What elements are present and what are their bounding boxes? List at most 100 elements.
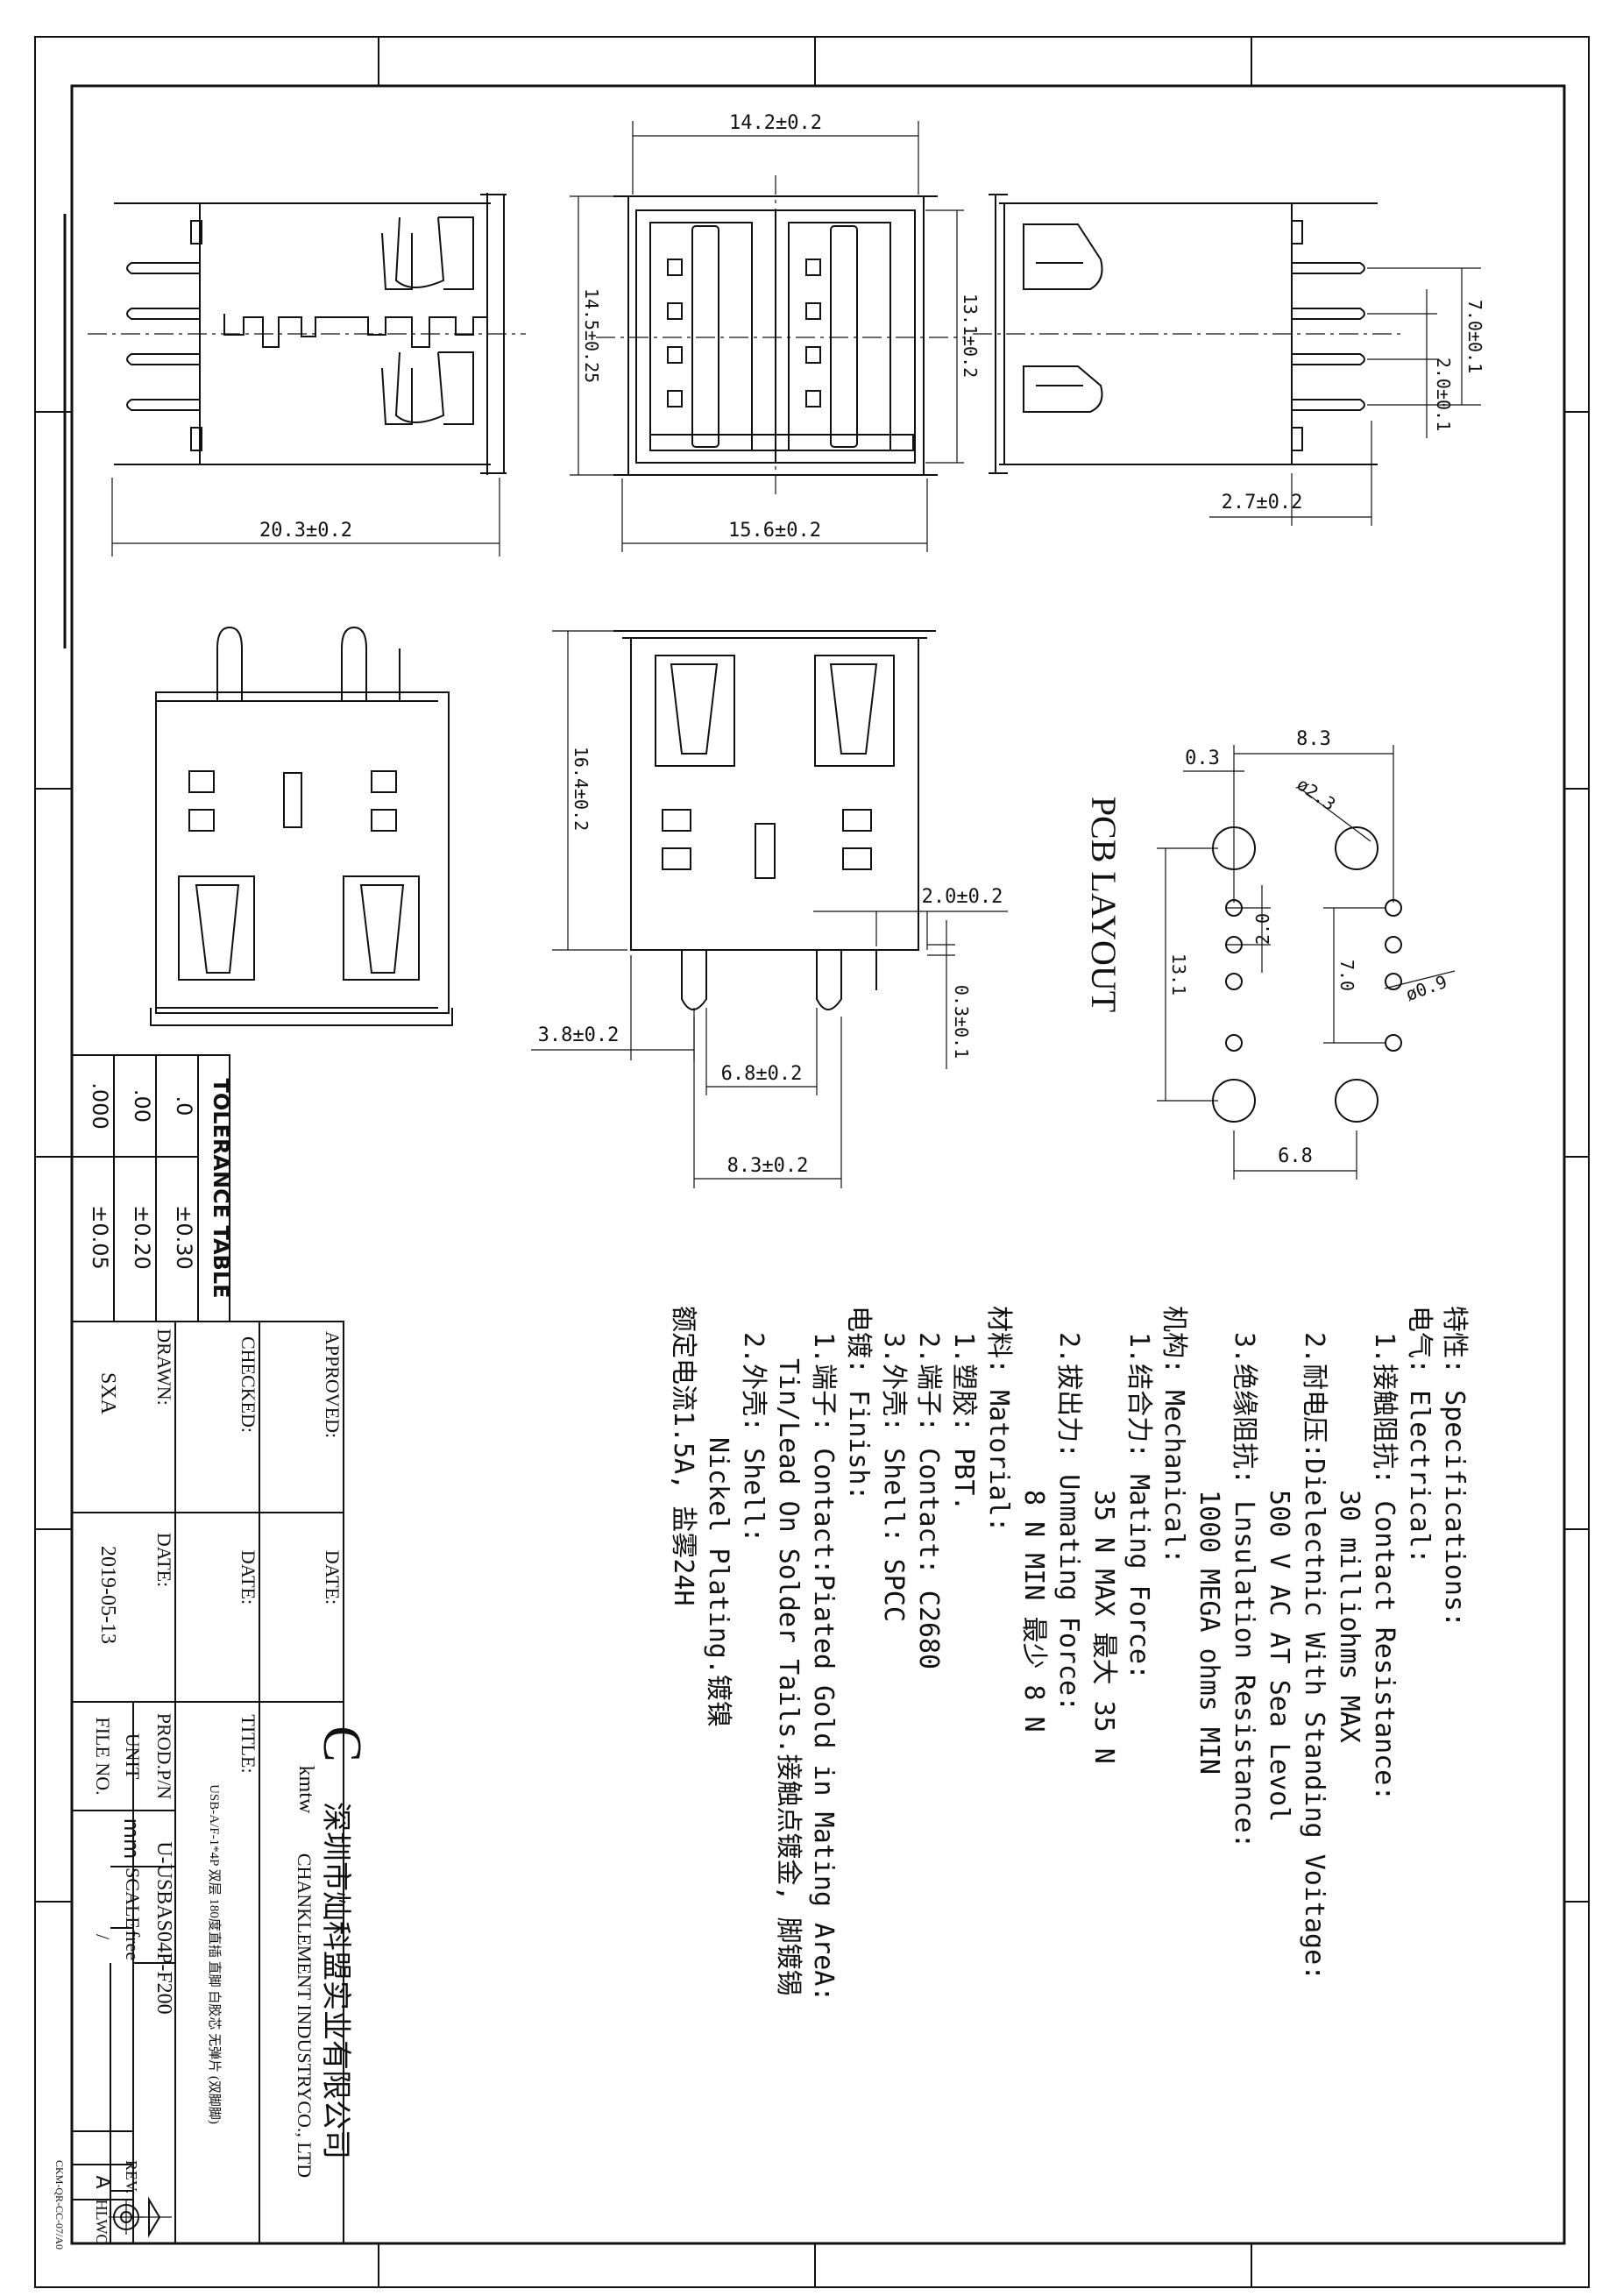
drawn-date: 2019-05-13 [96, 1546, 119, 1644]
front-view [596, 175, 964, 500]
dim-2-0: 2.0±0.1 [1367, 289, 1454, 438]
dim-14-2: 14.2±0.2 [632, 112, 919, 195]
dim-label: 14.5±0.25 [581, 288, 602, 383]
pcb-dim: 6.8 [1278, 1145, 1313, 1167]
tolerance-value: ±0.05 [88, 1205, 112, 1270]
spec-line: 电气: Electrical: [1404, 1306, 1435, 1564]
spec-line: 3.外壳: Shell: SPCC [878, 1332, 909, 1622]
spec-line: 额定电流1.5A, 盐雾24H [668, 1306, 698, 1606]
specifications: 特性: Specifications: 电气: Electrical: 1.接触… [668, 1306, 1470, 2002]
side-view-right [973, 194, 1402, 474]
spec-line: 30 milliohms MAX [1334, 1490, 1364, 1743]
file-label: FILE NO. [92, 1717, 114, 1795]
spec-line: 1.端子: Contact:Piated Gold in Mating AreA… [808, 1332, 839, 2002]
dim-label: 20.3±0.2 [259, 520, 352, 542]
scale-value: free [122, 1931, 144, 1960]
dim-16-4: 16.4±0.2 [552, 630, 627, 951]
spec-line: Nickel Plating.镀镍 [703, 1437, 734, 1727]
spec-line: Tin/Lead On Solder Tails.接触点镀金, 脚镀锡 [773, 1358, 804, 1996]
pcb-dim: 2.0 [1252, 913, 1273, 945]
dim-13-1: 13.1±0.2 [925, 209, 981, 464]
file-value: / [92, 1934, 114, 1940]
spec-line: 2.拔出力: Unmating Force: [1053, 1332, 1084, 1711]
company-name-cn: 深圳市灿科盟实业有限公司 [319, 1802, 352, 2159]
title-value: USB-A/F-1*4P 双层 180度直插 直脚 白胶芯 无弹片 (双脚脚) [207, 1784, 222, 2124]
pcb-dim: 7.0 [1336, 960, 1357, 991]
spec-line: 3.绝缘阻抗: Lnsulation Resistance: [1229, 1332, 1259, 1849]
spec-line: 机构: Mechanical: [1159, 1306, 1189, 1564]
prod-label: PROD.P/N [153, 1713, 175, 1800]
tolerance-value: ±0.30 [172, 1205, 196, 1270]
dim-0-3: 0.3±0.1 [927, 920, 972, 1069]
prod-value: U-USBAS04P-F200 [152, 1841, 175, 2014]
drawn-by: SXA [96, 1372, 119, 1415]
pcb-dim: 0.3 [1185, 748, 1220, 769]
dim-2-0-peg: 2.0±0.2 [813, 886, 1008, 950]
pcb-dim: ø0.9 [1403, 971, 1449, 1005]
dim-3-8: 3.8±0.2 [531, 955, 695, 1060]
spec-line: 2.外壳: Shell: [738, 1332, 769, 1543]
dim-6-8: 6.8±0.2 [705, 1008, 818, 1095]
dim-label: 16.4±0.2 [571, 747, 592, 831]
spec-line: 1.接触阻抗: Contact Resistance: [1369, 1332, 1400, 1801]
rev-value: A [91, 2175, 113, 2188]
tolerance-title: TOLERANCE TABLE [209, 1078, 233, 1298]
spec-line: 500 V AC AT Sea Levol [1264, 1490, 1294, 1822]
company-logo: C [312, 1726, 372, 1761]
approved-label: APPROVED: [322, 1331, 344, 1438]
pcb-dim: 8.3 [1296, 728, 1331, 750]
company-name-en: CHANKLEMENT INDUSTRYCO., LTD [294, 1853, 315, 2178]
spec-line: 1.结合力: Mating Force: [1123, 1332, 1154, 1680]
projection-cone-icon [140, 2196, 172, 2238]
form-code: CKM-QR-CC-07/A0 [53, 2160, 66, 2250]
dim-label: 2.7±0.2 [1222, 492, 1303, 514]
pcb-dim: 13.1 [1168, 953, 1189, 996]
rev-label: REV. [123, 2160, 140, 2193]
dim-7-0: 7.0±0.1 [1367, 267, 1485, 406]
checked-label: CHECKED: [237, 1336, 259, 1433]
spec-line: 8 N MIN 最少 8 N [1018, 1490, 1049, 1733]
title-block: APPROVED: DATE: CHECKED: DATE: DRAWN: DA… [53, 1321, 372, 2250]
dim-label: 2.0±0.1 [1433, 358, 1454, 431]
dim-label: 6.8±0.2 [721, 1063, 803, 1085]
title-label: TITLE: [237, 1714, 259, 1773]
top-view-left [150, 626, 453, 1026]
spec-line: 1.塑胶: PBT. [948, 1332, 979, 1512]
tolerance-key: .00 [130, 1089, 154, 1123]
unit-value: mm [119, 1818, 144, 1860]
spec-line: 电镀: Finish: [843, 1306, 874, 1501]
dim-label: 15.6±0.2 [728, 520, 821, 542]
drawn-label: DRAWN: [153, 1329, 175, 1405]
dim-label: 7.0±0.1 [1464, 300, 1485, 373]
dim-label: 14.2±0.2 [729, 112, 822, 134]
date-label: DATE: [322, 1550, 344, 1605]
spec-line: 特性: Specifications: [1439, 1306, 1470, 1627]
dim-label: 0.3±0.1 [951, 985, 972, 1059]
pcb-layout-title: PCB LAYOUT [1084, 797, 1123, 1012]
pcb-dim: ø2.3 [1293, 774, 1339, 815]
dim-label: 13.1±0.2 [960, 294, 981, 378]
tolerance-value: ±0.20 [130, 1205, 154, 1270]
pcb-layout: PCB LAYOUT 8.3 0.3 ø2.3 2.0 13.1 7.0 [1084, 728, 1456, 1180]
sheet-frame [34, 36, 1590, 2288]
dim-label: 2.0±0.2 [922, 886, 1003, 908]
dim-label: 8.3±0.2 [727, 1155, 809, 1177]
date-label: DATE: [237, 1550, 259, 1605]
dim-15-6: 15.6±0.2 [621, 478, 928, 552]
tolerance-table: TOLERANCE TABLE .0 ±0.30 .00 ±0.20 .000 … [71, 1054, 233, 1322]
spec-line: 1000 MEGA ohms MIN [1194, 1490, 1224, 1775]
tolerance-key: .0 [172, 1096, 196, 1116]
date-label: DATE: [153, 1533, 175, 1587]
sheet-code: HLWO [93, 2200, 110, 2246]
spec-line: 2.端子: Contact: C2680 [913, 1332, 944, 1669]
spec-line: 2.耐电压:Dielectnic With Standing Voitage: [1299, 1332, 1329, 1981]
company-logo-sub: kmtw [294, 1766, 317, 1814]
scale-label: SCALE [122, 1867, 144, 1929]
projection-symbol-icon [109, 2200, 144, 2235]
spec-line: 材料: Matorial: [983, 1306, 1014, 1533]
spec-line: 35 N MAX 最大 35 N [1088, 1490, 1119, 1764]
tolerance-key: .000 [88, 1082, 112, 1129]
unit-label: UNIT [122, 1733, 144, 1780]
top-view-center [613, 630, 936, 1010]
